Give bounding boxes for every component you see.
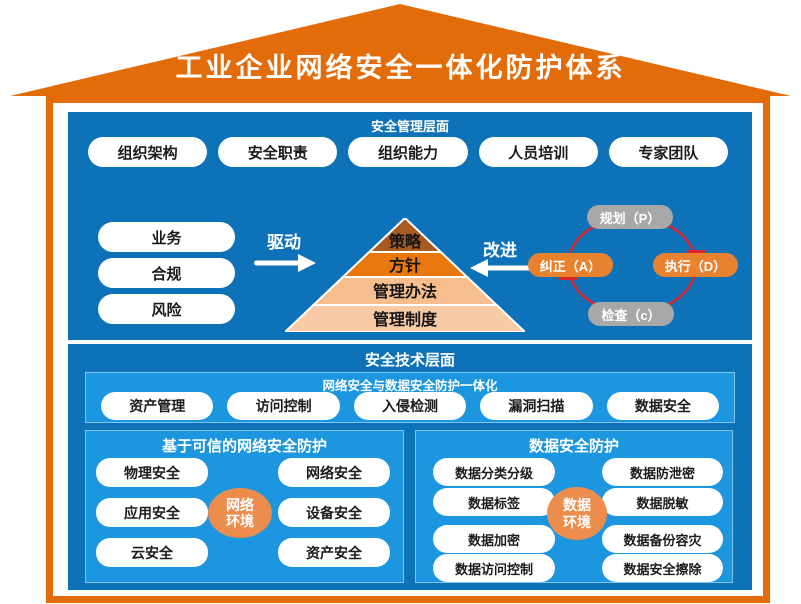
management-header: 安全管理层面 — [370, 119, 449, 134]
pill-personnel-training: 人员培训 — [478, 137, 598, 167]
pill-org-structure: 组织架构 — [88, 137, 208, 167]
data-protection-panel: 数据安全防护 数据分类分级 数据标签 数据加密 数据访问控制 数据防泄密 数据脱… — [415, 430, 733, 583]
pill-compliance: 合规 — [98, 258, 235, 288]
network-protection-title: 基于可信的网络安全防护 — [161, 438, 327, 455]
pill-business: 业务 — [98, 222, 235, 252]
pill-data-encryption: 数据加密 — [433, 525, 555, 553]
pill-data-access-control: 数据访问控制 — [433, 554, 555, 582]
pdca-do-pill: 执行（D） — [653, 253, 738, 277]
house-roof-shape — [10, 4, 791, 96]
pill-data-backup-dr: 数据备份容灾 — [602, 525, 723, 553]
pill-asset-management: 资产管理 — [101, 392, 214, 420]
pill-intrusion-detection: 入侵检测 — [353, 392, 467, 420]
pill-org-capability: 组织能力 — [348, 137, 468, 167]
pill-network-security: 网络安全 — [278, 458, 390, 487]
pyramid-label-strategy: 策略 — [388, 232, 422, 251]
pill-data-leak-prevention: 数据防泄密 — [602, 458, 723, 486]
network-environment-label: 网络环境 — [226, 496, 254, 529]
pill-data-security: 数据安全 — [606, 392, 720, 420]
data-protection-title: 数据安全防护 — [528, 438, 619, 455]
pill-security-duty: 安全职责 — [218, 137, 338, 167]
integration-header: 网络安全与数据安全防护一体化 — [322, 379, 498, 393]
improve-label: 改进 — [483, 241, 517, 260]
pyramid-label-measures: 管理办法 — [373, 282, 437, 301]
pill-vulnerability-scan: 漏洞扫描 — [480, 392, 593, 420]
pyramid-label-policy: 方针 — [389, 256, 421, 275]
network-environment-circle: 网络环境 — [208, 488, 272, 538]
drive-arrow-icon — [254, 254, 316, 272]
data-environment-circle: 数据环境 — [547, 487, 607, 540]
network-protection-panel: 基于可信的网络安全防护 物理安全 应用安全 云安全 网络安全 设备安全 资产安全… — [85, 430, 404, 583]
technology-panel: 安全技术层面 网络安全与数据安全防护一体化 资产管理 访问控制 入侵检测 漏洞扫… — [68, 344, 752, 590]
pdca-plan-pill: 规划（P） — [587, 205, 673, 229]
pdca-cycle: 规划（P） 执行（D） 检查（c） 纠正（A） — [518, 197, 752, 337]
page-title: 工业企业网络安全一体化防护体系 — [175, 53, 626, 83]
management-pill-row: 组织架构 安全职责 组织能力 人员培训 专家团队 — [88, 137, 729, 167]
pill-data-label: 数据标签 — [433, 488, 555, 516]
technology-header: 安全技术层面 — [364, 352, 455, 369]
data-environment-label: 数据环境 — [563, 497, 591, 530]
management-panel: 安全管理层面 组织架构 安全职责 组织能力 人员培训 专家团队 业务 合规 风险… — [68, 112, 752, 340]
pill-physical-security: 物理安全 — [96, 458, 208, 487]
pill-cloud-security: 云安全 — [96, 538, 208, 567]
pyramid-label-rules: 管理制度 — [373, 310, 438, 329]
pill-data-secure-erase: 数据安全擦除 — [602, 554, 723, 582]
drive-label: 驱动 — [267, 233, 301, 252]
pill-data-classification: 数据分类分级 — [433, 458, 555, 486]
pdca-check-pill: 检查（c） — [588, 302, 674, 326]
driver-pill-stack: 业务 合规 风险 — [98, 222, 235, 324]
policy-pyramid: 策略 方针 管理办法 管理制度 — [285, 218, 525, 332]
pill-device-security: 设备安全 — [278, 498, 390, 527]
pill-risk: 风险 — [98, 294, 235, 324]
pill-app-security: 应用安全 — [96, 498, 208, 527]
improve-arrow-icon — [470, 259, 532, 277]
integration-panel: 网络安全与数据安全防护一体化 资产管理 访问控制 入侵检测 漏洞扫描 数据安全 — [85, 372, 735, 423]
integration-pill-row: 资产管理 访问控制 入侵检测 漏洞扫描 数据安全 — [101, 392, 720, 420]
pill-access-control: 访问控制 — [227, 392, 340, 420]
pill-expert-team: 专家团队 — [608, 137, 729, 167]
pill-asset-security: 资产安全 — [278, 538, 390, 567]
pill-data-masking: 数据脱敏 — [602, 488, 723, 516]
pyramid-layer-4 — [285, 304, 525, 332]
pdca-act-pill: 纠正（A） — [528, 253, 613, 277]
